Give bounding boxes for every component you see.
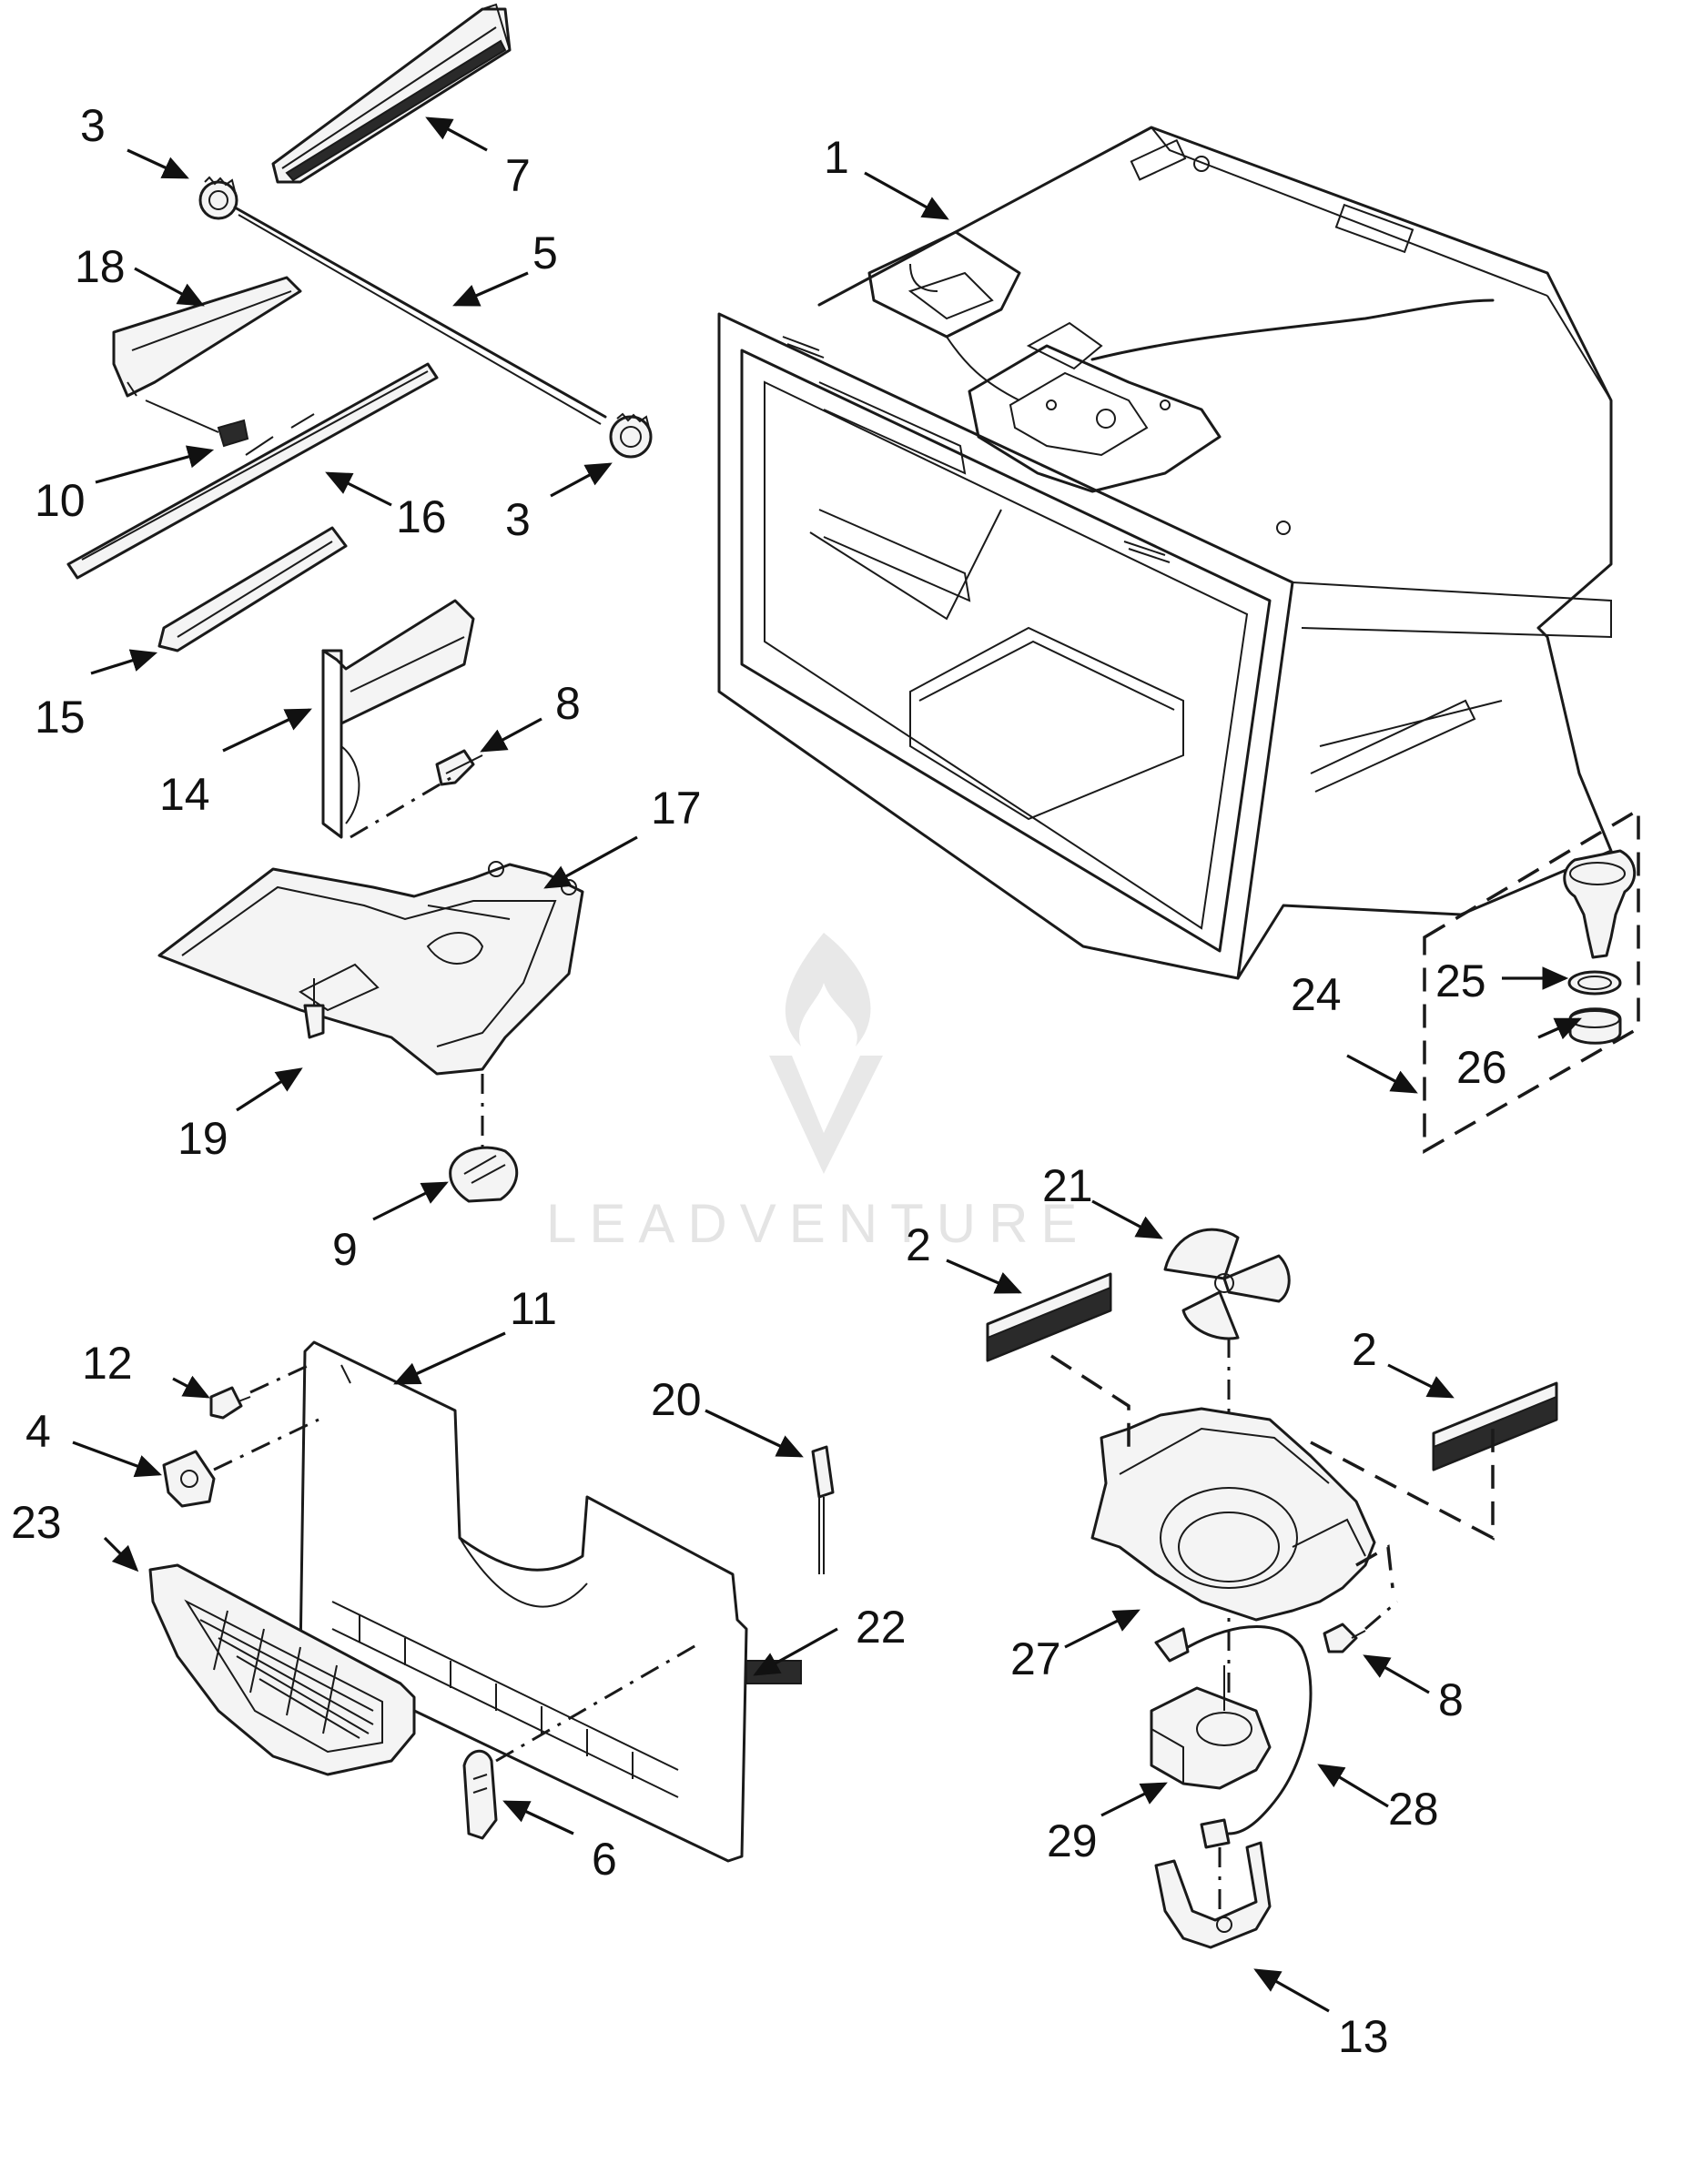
- part-25-wire-harness: [1186, 1625, 1313, 1835]
- part-2-pad-right: [1432, 1381, 1558, 1471]
- part-27-kit-box: [1423, 806, 1640, 1155]
- pad-mounting-lines: [1050, 1354, 1495, 1589]
- callout-26: 29: [1047, 1815, 1098, 1866]
- part-16-clip: [303, 978, 325, 1039]
- callout-28: 25: [1435, 956, 1486, 1006]
- watermark-logo: LEADVENTURE: [546, 933, 1090, 1254]
- part-6-actuator: [462, 1641, 702, 1840]
- callout-11: 11: [510, 1283, 557, 1334]
- callout-29: 26: [1456, 1042, 1507, 1093]
- part-4-bracket: [162, 1418, 319, 1508]
- part-22-grille: [148, 1563, 416, 1776]
- part-17-thermistor: [811, 1445, 835, 1574]
- part-18-rail: [157, 526, 348, 652]
- callout-25: 28: [1388, 1784, 1439, 1835]
- callout-24: 21: [1042, 1160, 1093, 1211]
- callout-labels: 3 7 5 1 18 10 16 3 15 8 14 17 19 9 24 25…: [11, 100, 1507, 2062]
- callout-21: 18: [75, 241, 126, 292]
- part-26-fan-motor: [1150, 1627, 1272, 1849]
- callout-3-top: 3: [80, 100, 106, 151]
- callout-4: 4: [25, 1406, 51, 1457]
- part-12-screw: [209, 1363, 310, 1420]
- callout-9: 9: [332, 1224, 358, 1275]
- part-10-screw: [145, 399, 249, 448]
- callout-13: 14: [159, 769, 210, 820]
- part-8-screw-right: [1323, 1600, 1398, 1653]
- part-5-shaft: [233, 206, 607, 425]
- part-11-rear-panel: [299, 1340, 748, 1863]
- callout-17: 20: [651, 1374, 702, 1425]
- part-2-pad-left: [986, 1272, 1112, 1362]
- part-3-gear-bottom: [609, 412, 653, 459]
- part-9-damper-knob: [449, 1074, 519, 1203]
- callout-7: 7: [505, 150, 531, 201]
- part-7-gear-rack: [271, 3, 512, 184]
- callout-8-right: 8: [1438, 1674, 1464, 1725]
- part-14-housing: [157, 861, 584, 1076]
- part-3-gear-top: [198, 176, 238, 220]
- callout-6: 6: [592, 1834, 617, 1885]
- callout-5: 5: [532, 228, 558, 278]
- callout-18: 15: [35, 692, 86, 743]
- callout-1: 1: [824, 132, 849, 183]
- callout-10: 10: [35, 475, 86, 526]
- callout-2-right: 2: [1352, 1324, 1377, 1375]
- part-28-drain-fitting: [1563, 849, 1637, 996]
- callout-23: 27: [1010, 1633, 1061, 1684]
- callout-16: 19: [177, 1113, 228, 1164]
- part-19-slide-rail: [66, 362, 439, 580]
- callout-19: 16: [396, 491, 447, 542]
- part-13-bracket: [321, 599, 475, 839]
- watermark-text: LEADVENTURE: [546, 1193, 1090, 1254]
- callout-15: 13: [1338, 2011, 1389, 2062]
- leader-arrows: [72, 116, 1582, 2013]
- part-21-bracket: [112, 276, 302, 398]
- part-24-fan-blade: [1163, 1228, 1291, 1702]
- callout-12: 12: [82, 1338, 133, 1389]
- callout-2-left: 2: [906, 1219, 931, 1270]
- part-1-freezer-liner: [717, 126, 1613, 980]
- part-23-fan-shroud: [1090, 1407, 1376, 1622]
- callout-14: 17: [651, 783, 702, 834]
- callout-27: 24: [1291, 969, 1342, 1020]
- callout-3-bottom: 3: [505, 494, 531, 545]
- part-15-motor-bracket: [1154, 1841, 1272, 1949]
- callout-20: 22: [856, 1602, 907, 1653]
- callout-8-top: 8: [555, 678, 581, 729]
- part-8-screw-top: [350, 749, 483, 839]
- callout-22: 23: [11, 1497, 62, 1548]
- part-29-cap: [1568, 1007, 1622, 1045]
